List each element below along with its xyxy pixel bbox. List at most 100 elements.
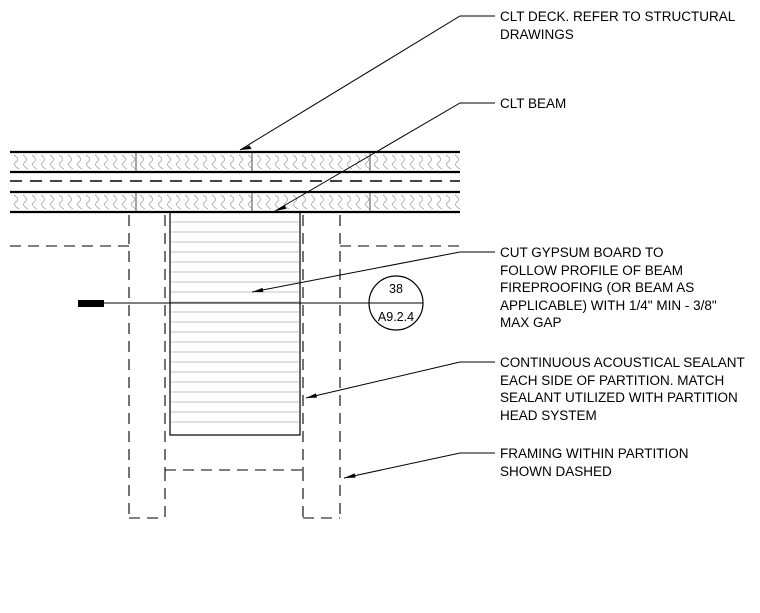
wood-grain-stroke [373,154,380,170]
wood-grain-stroke [319,154,326,170]
wood-grain-stroke [337,194,344,210]
wood-grain-stroke [166,194,173,210]
wood-grain-stroke [229,154,236,170]
wood-grain-stroke [238,194,245,210]
leader-cut-gypsum [251,251,495,293]
wood-grain-stroke [40,154,47,170]
note-line: CUT GYPSUM BOARD TO [500,245,664,260]
wood-grain-stroke [121,194,128,210]
wood-grain-stroke [427,154,434,170]
note-line: FRAMING WITHIN PARTITION [500,446,689,461]
wood-grain-stroke [76,154,83,170]
wood-grain-stroke [103,154,110,170]
wood-grain-stroke [22,194,29,210]
wood-grain-stroke [310,154,317,170]
arrow-sealant [306,393,317,398]
wood-grain-stroke [58,194,65,210]
note-framing: FRAMING WITHIN PARTITION SHOWN DASHED [500,445,689,480]
note-line: SEALANT UTILIZED WITH PARTITION [500,390,738,405]
partition-framing-dashed [10,215,460,519]
wood-grain-stroke [382,154,389,170]
wood-grain-stroke [67,154,74,170]
wood-grain-stroke [400,194,407,210]
wood-grain-stroke [391,154,398,170]
wood-grain-stroke [130,194,137,210]
wood-grain-stroke [328,194,335,210]
wood-grain-stroke [85,194,92,210]
wood-grain-stroke [373,194,380,210]
arrow-framing [344,473,356,478]
wood-grain-stroke [211,194,218,210]
note-acoustical-sealant: CONTINUOUS ACOUSTICAL SEALANT EACH SIDE … [500,354,745,424]
wood-grain-stroke [382,194,389,210]
leader-sealant [305,361,495,399]
wood-grain-stroke [67,194,74,210]
note-line: CONTINUOUS ACOUSTICAL SEALANT [500,355,745,370]
wood-grain-stroke [139,154,146,170]
wood-grain-stroke [301,194,308,210]
wood-grain-stroke [238,154,245,170]
wood-grain-stroke [193,194,200,210]
wood-grain-stroke [148,154,155,170]
wood-grain-stroke [427,194,434,210]
wood-grain-stroke [256,154,263,170]
wood-grain-stroke [265,154,272,170]
note-line: SHOWN DASHED [500,463,612,479]
wood-grain-stroke [184,194,191,210]
wood-grain-stroke [445,194,452,210]
leader-arrowheads [240,145,356,478]
wood-grain-stroke [292,154,299,170]
wood-grain-stroke [436,154,443,170]
wood-grain-stroke [85,154,92,170]
note-line: FOLLOW PROFILE OF BEAM [500,262,684,278]
wood-grain-stroke [391,194,398,210]
wood-grain-stroke [94,154,101,170]
wood-grain-stroke [256,194,263,210]
wood-grain-stroke [445,154,452,170]
leader-clt-deck [239,15,495,151]
wood-grain-stroke [247,154,254,170]
wood-grain-hatch [13,154,461,210]
clt-deck-panel [10,150,460,214]
arrow-clt-beam [275,205,287,211]
arrow-clt-deck [240,145,252,150]
wood-grain-stroke [409,194,416,210]
wood-grain-stroke [40,194,47,210]
wood-grain-stroke [202,194,209,210]
wood-grain-stroke [355,194,362,210]
wood-grain-stroke [400,154,407,170]
wood-grain-stroke [220,194,227,210]
wood-grain-stroke [202,154,209,170]
wood-grain-stroke [328,154,335,170]
note-line: CLT BEAM [500,96,567,111]
wood-grain-stroke [166,154,173,170]
note-line: HEAD SYSTEM [500,407,597,423]
wood-grain-stroke [346,194,353,210]
wood-grain-stroke [22,154,29,170]
wood-grain-stroke [229,194,236,210]
wood-grain-stroke [175,154,182,170]
wood-grain-stroke [337,154,344,170]
wood-grain-stroke [139,194,146,210]
wood-grain-stroke [454,194,461,210]
wood-grain-stroke [31,194,38,210]
note-cut-gypsum: CUT GYPSUM BOARD TO FOLLOW PROFILE OF BE… [500,244,717,332]
note-line: APPLICABLE) WITH 1/4" MIN - 3/8" [500,297,717,313]
wood-grain-stroke [319,194,326,210]
wood-grain-stroke [130,154,137,170]
wood-grain-stroke [454,154,461,170]
wood-grain-stroke [274,154,281,170]
wood-grain-stroke [265,194,272,210]
gypsum-board-infill [169,211,301,436]
section-tag-sheet: A9.2.4 [378,310,414,324]
section-callout: 38 A9.2.4 [78,275,424,331]
note-clt-beam: CLT BEAM [500,95,566,113]
wood-grain-stroke [31,154,38,170]
wood-grain-stroke [193,154,200,170]
wood-grain-stroke [283,154,290,170]
wood-grain-stroke [49,154,56,170]
note-clt-deck: CLT DECK. REFER TO STRUCTURAL DRAWINGS [500,8,735,43]
wood-grain-stroke [301,154,308,170]
leader-framing [343,452,495,479]
